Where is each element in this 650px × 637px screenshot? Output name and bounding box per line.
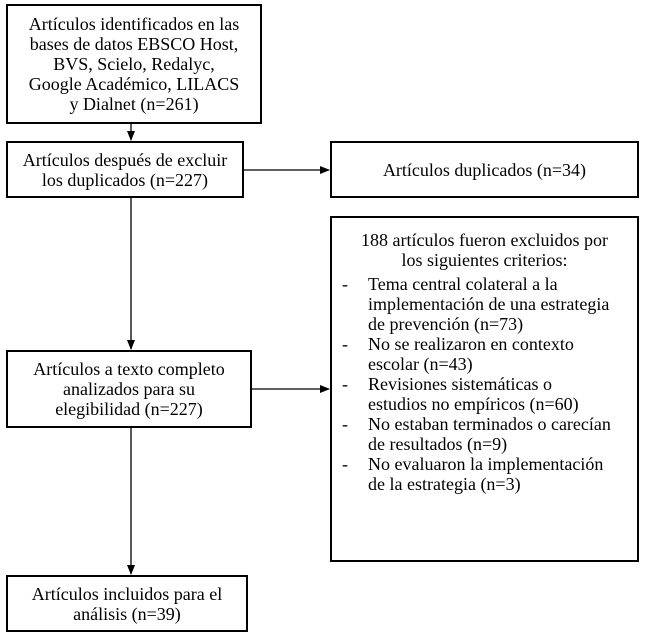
bullet-dash: - bbox=[342, 334, 348, 354]
bullet-dash: - bbox=[342, 414, 348, 434]
after-duplicates-line-2: los duplicados (n=227) bbox=[41, 169, 209, 190]
criterion-item: - Revisiones sistemáticas o estudios no … bbox=[340, 374, 637, 414]
full-text-box: Artículos a texto completo analizados pa… bbox=[6, 350, 252, 428]
included-line-2: análisis (n=39) bbox=[73, 603, 181, 624]
full-text-line-2: analizados para su bbox=[63, 379, 195, 399]
excluded-criteria-box: 188 artículos fueron excluidos por los s… bbox=[330, 216, 639, 562]
exclusion-criteria-list: - Tema central colateral a la implementa… bbox=[332, 274, 637, 494]
duplicates-box: Artículos duplicados (n=34) bbox=[330, 141, 639, 198]
criterion-3-line-2: estudios no empíricos (n=60) bbox=[368, 394, 579, 414]
criterion-5-line-2: de la estrategia (n=3) bbox=[368, 474, 521, 494]
bullet-dash: - bbox=[342, 374, 348, 394]
criterion-2-line-2: escolar (n=43) bbox=[368, 354, 473, 374]
identified-articles-box: Artículos identificados en las bases de … bbox=[6, 4, 262, 124]
criterion-1-line-3: de prevención (n=73) bbox=[368, 314, 524, 334]
full-text-line-3: elegibilidad (n=227) bbox=[55, 399, 203, 419]
after-duplicates-box: Artículos después de excluir los duplica… bbox=[6, 141, 244, 198]
identified-line-1: Artículos identificados en las bbox=[28, 14, 240, 34]
criterion-1-line-2: implementación de una estrategia bbox=[368, 294, 610, 314]
bullet-dash: - bbox=[342, 274, 348, 294]
identified-line-3: BVS, Scielo, Redalyc, bbox=[53, 54, 215, 74]
criterion-4-line-2: de resultados (n=9) bbox=[368, 434, 508, 454]
identified-line-2: bases de datos EBSCO Host, bbox=[29, 34, 239, 54]
criterion-5-line-1: No evaluaron la implementación bbox=[368, 454, 604, 474]
duplicates-line-1: Artículos duplicados (n=34) bbox=[382, 159, 587, 180]
identified-line-4: Google Académico, LILACS bbox=[28, 74, 240, 94]
criterion-item: - No estaban terminados o carecían de re… bbox=[340, 414, 637, 454]
criterion-item: - No evaluaron la implementación de la e… bbox=[340, 454, 637, 494]
criterion-item: - No se realizaron en contexto escolar (… bbox=[340, 334, 637, 374]
criterion-item: - Tema central colateral a la implementa… bbox=[340, 274, 637, 334]
criterion-3-line-1: Revisiones sistemáticas o bbox=[368, 374, 552, 394]
included-line-1: Artículos incluidos para el bbox=[31, 583, 223, 604]
identified-line-5: y Dialnet (n=261) bbox=[69, 94, 199, 114]
excluded-heading: 188 artículos fueron excluidos por los s… bbox=[332, 230, 637, 270]
bullet-dash: - bbox=[342, 454, 348, 474]
criterion-4-line-1: No estaban terminados o carecían bbox=[368, 414, 611, 434]
excluded-heading-line-1: 188 artículos fueron excluidos por bbox=[361, 230, 608, 250]
criterion-1-line-1: Tema central colateral a la bbox=[368, 274, 558, 294]
excluded-heading-line-2: los siguientes criterios: bbox=[401, 250, 568, 270]
full-text-line-1: Artículos a texto completo bbox=[33, 359, 225, 379]
after-duplicates-line-1: Artículos después de excluir bbox=[22, 149, 228, 170]
criterion-2-line-1: No se realizaron en contexto bbox=[368, 334, 574, 354]
included-articles-box: Artículos incluidos para el análisis (n=… bbox=[6, 575, 248, 632]
